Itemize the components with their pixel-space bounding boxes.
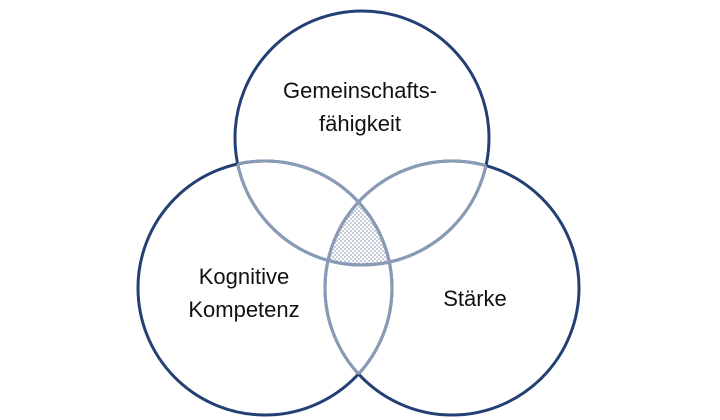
label-left-line-2: Kompetenz: [188, 297, 299, 322]
label-right-line-1: Stärke: [443, 286, 507, 311]
overlap-arcs: [233, 159, 491, 415]
label-left-line-1: Kognitive: [199, 264, 290, 289]
label-top: Gemeinschafts- fähigkeit: [283, 78, 437, 136]
label-top-line-1: Gemeinschafts-: [283, 78, 437, 103]
label-top-line-2: fähigkeit: [319, 111, 401, 136]
label-right: Stärke: [443, 286, 507, 311]
label-left: Kognitive Kompetenz: [188, 264, 299, 322]
